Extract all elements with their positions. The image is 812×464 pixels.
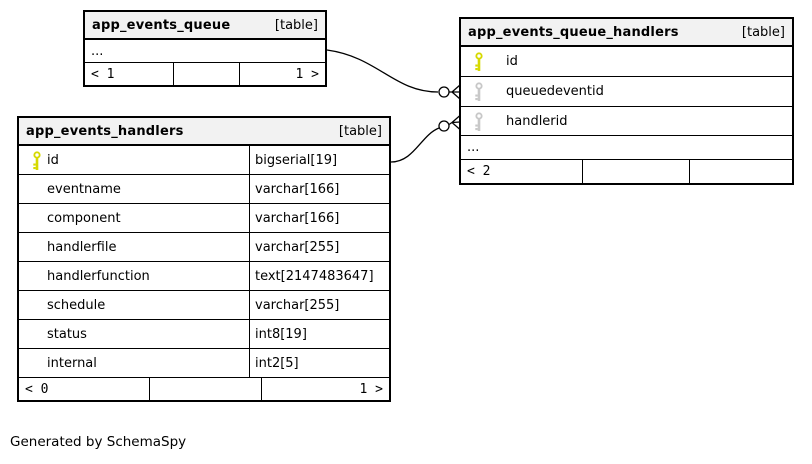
footer-parents-count: < 1 <box>85 63 174 85</box>
key-icon-placeholder <box>19 175 47 203</box>
footer-parents-count: < 2 <box>461 160 583 183</box>
footer-spacer-cell <box>174 63 240 85</box>
footer-spacer-cell <box>583 160 690 183</box>
column-name: id <box>47 152 59 168</box>
column-row: schedule varchar[255] <box>19 291 389 320</box>
table-header: app_events_queue_handlers [table] <box>461 19 792 47</box>
collapsed-columns-row: ... <box>85 40 325 63</box>
column-row: internal int2[5] <box>19 349 389 378</box>
table-box-app-events-queue[interactable]: app_events_queue [table] ... < 1 1 > <box>83 10 327 87</box>
ellipsis-label: ... <box>91 43 104 59</box>
column-type: varchar[166] <box>249 175 389 203</box>
key-icon-placeholder <box>19 262 47 290</box>
primary-key-icon <box>19 146 47 174</box>
footer-children-count <box>690 160 792 183</box>
column-row: eventname varchar[166] <box>19 175 389 204</box>
footer-children-count: 1 > <box>359 381 383 397</box>
column-row: id bigserial[19] <box>19 146 389 175</box>
key-icon-placeholder <box>19 349 47 377</box>
column-type: text[2147483647] <box>249 262 389 290</box>
column-row: queuedeventid <box>461 77 792 107</box>
column-name: id <box>506 54 518 69</box>
column-name: schedule <box>47 297 106 313</box>
table-type-badge: [table] <box>274 17 318 33</box>
column-type: int8[19] <box>249 320 389 348</box>
table-footer: < 1 1 > <box>85 63 325 85</box>
column-type: varchar[166] <box>249 204 389 232</box>
column-name: handlerfunction <box>47 268 150 284</box>
table-title[interactable]: app_events_queue <box>92 17 231 33</box>
column-name: status <box>47 326 87 342</box>
table-title[interactable]: app_events_queue_handlers <box>468 24 679 40</box>
footer-children-count: 1 > <box>295 66 319 82</box>
column-name: queuedeventid <box>506 84 604 99</box>
column-row: status int8[19] <box>19 320 389 349</box>
column-name: handlerid <box>506 113 568 129</box>
column-row: component varchar[166] <box>19 204 389 233</box>
column-row: handlerfile varchar[255] <box>19 233 389 262</box>
column-type: int2[5] <box>249 349 389 377</box>
relationship-handlers-to-handlerid <box>390 115 461 163</box>
column-row: id <box>461 47 792 77</box>
table-type-badge: [table] <box>338 123 382 139</box>
foreign-key-icon <box>461 107 506 135</box>
column-name: component <box>47 210 121 226</box>
table-box-app-events-queue-handlers[interactable]: app_events_queue_handlers [table] id <box>459 17 794 185</box>
table-type-badge: [table] <box>741 24 785 40</box>
footer-spacer-cell <box>150 378 262 400</box>
table-footer: < 0 1 > <box>19 378 389 400</box>
table-title[interactable]: app_events_handlers <box>26 123 184 139</box>
column-type: bigserial[19] <box>249 146 389 174</box>
key-icon-placeholder <box>19 233 47 261</box>
relationship-queue-to-queuedeventid <box>326 49 461 100</box>
footer-parents-count: < 0 <box>19 378 150 400</box>
table-header: app_events_handlers [table] <box>19 118 389 146</box>
collapsed-columns-row: ... <box>461 136 792 160</box>
primary-key-icon <box>461 47 506 76</box>
ellipsis-label: ... <box>467 140 480 155</box>
key-icon-placeholder <box>19 320 47 348</box>
generated-by-note: Generated by SchemaSpy <box>10 434 187 450</box>
column-type: varchar[255] <box>249 233 389 261</box>
foreign-key-icon <box>461 77 506 106</box>
table-header: app_events_queue [table] <box>85 12 325 40</box>
column-name: eventname <box>47 181 121 197</box>
column-type: varchar[255] <box>249 291 389 319</box>
table-box-app-events-handlers[interactable]: app_events_handlers [table] id bigserial… <box>17 116 391 402</box>
key-icon-placeholder <box>19 204 47 232</box>
column-name: handlerfile <box>47 239 117 255</box>
column-name: internal <box>47 355 97 371</box>
key-icon-placeholder <box>19 291 47 319</box>
column-row: handlerid <box>461 107 792 136</box>
table-footer: < 2 <box>461 160 792 183</box>
column-row: handlerfunction text[2147483647] <box>19 262 389 291</box>
